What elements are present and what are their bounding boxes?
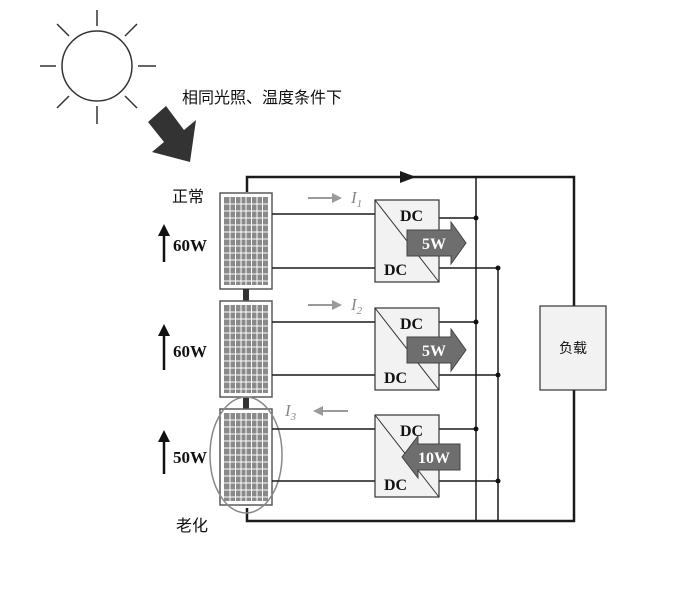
panel-1-wires (272, 213, 498, 269)
up-arrow-icon (158, 224, 170, 262)
up-arrow-icon (158, 324, 170, 370)
panel-3-power: 50W (173, 448, 207, 467)
load-box: 负载 (539, 305, 607, 391)
converter-3-top: DC (400, 423, 423, 440)
transfer-1-label: 5W (422, 236, 446, 253)
pv-panel-2 (219, 300, 273, 398)
transfer-3-label: 10W (418, 450, 450, 467)
panel-link-2 (243, 397, 249, 409)
current-arrow-1-icon (308, 193, 342, 203)
panel-3-wires (272, 428, 498, 482)
sun-icon (40, 10, 156, 124)
current-arrow-2-icon (308, 300, 342, 310)
transfer-2-label: 5W (422, 343, 446, 360)
power-transfer-arrow-2: 5W (406, 327, 467, 373)
panel-2-wires (272, 321, 498, 376)
current-label-2: I2 (350, 295, 363, 317)
sunlight-arrow-icon (148, 106, 196, 162)
panel-1-power: 60W (173, 236, 207, 255)
converter-2-bottom: DC (384, 370, 407, 387)
pv-panel-3 (219, 408, 273, 506)
aged-panel-highlight (209, 396, 283, 514)
current-label-3: I3 (284, 401, 297, 423)
converter-1-top: DC (400, 208, 423, 225)
panel-2-power: 60W (173, 342, 207, 361)
bus-current-arrow-icon (400, 171, 416, 183)
pv-panel-1 (219, 192, 273, 290)
panel-3-status: 老化 (176, 516, 208, 535)
converter-3-bottom: DC (384, 477, 407, 494)
power-transfer-arrow-1: 5W (406, 220, 467, 266)
condition-caption: 相同光照、温度条件下 (182, 88, 342, 107)
converter-2-top: DC (400, 316, 423, 333)
power-transfer-arrow-3: 10W (401, 434, 461, 480)
up-arrow-icon (158, 430, 170, 474)
load-label: 负载 (559, 341, 587, 357)
panel-1-status: 正常 (172, 187, 204, 206)
parallel-bus-lines (475, 177, 499, 521)
converter-1-bottom: DC (384, 262, 407, 279)
panel-link-1 (243, 289, 249, 301)
current-arrow-3-icon (313, 406, 348, 416)
current-label-1: I1 (350, 188, 362, 210)
